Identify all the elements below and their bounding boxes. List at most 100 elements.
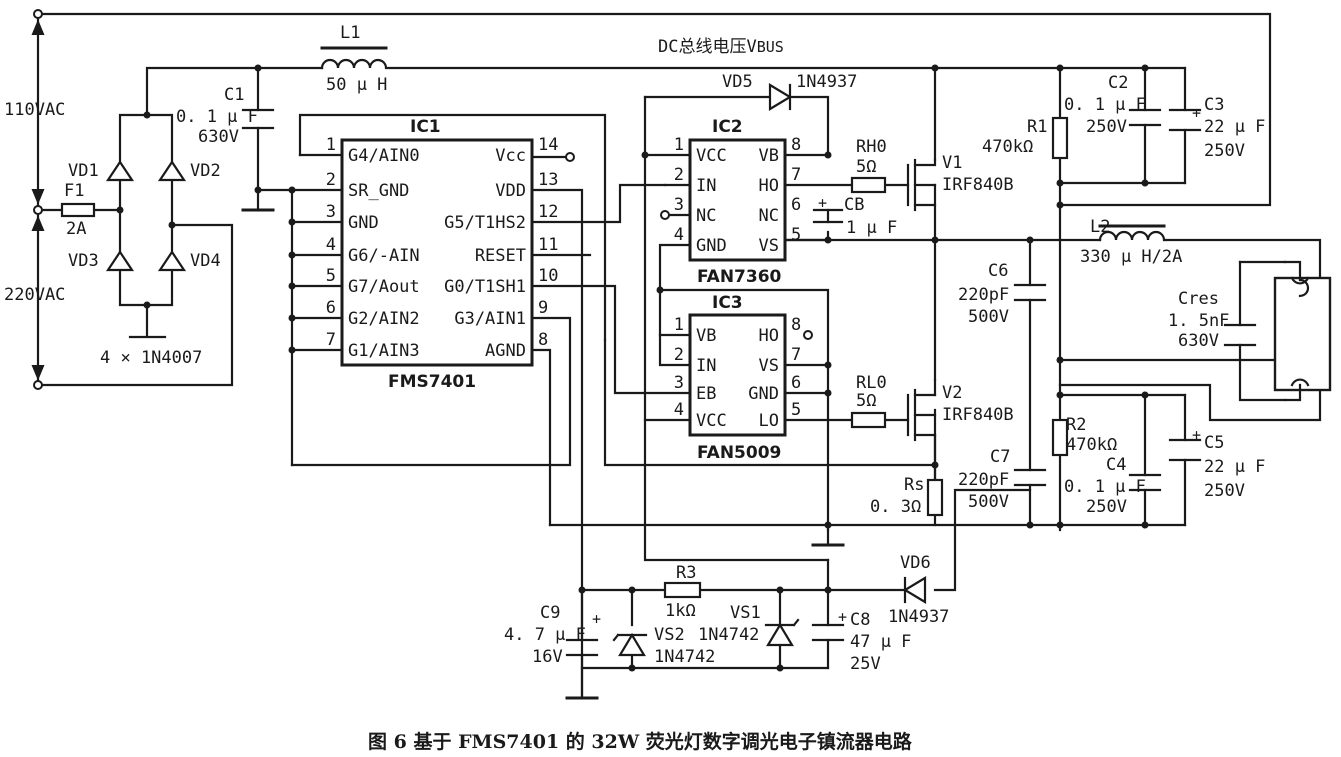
- ic3-pin-num: 4: [674, 400, 684, 420]
- ic1-pin-num: 14: [538, 135, 558, 155]
- r2-ref: R2: [1066, 415, 1086, 435]
- ic2-pin-num: 8: [791, 135, 801, 155]
- ic1-pin-num: 7: [326, 330, 336, 350]
- c2-value2: 250V: [1086, 117, 1127, 137]
- ic2-pin-num: 4: [674, 225, 684, 245]
- ic1-pin-num: 6: [326, 298, 336, 318]
- ic1-pin-label: AGND: [485, 341, 526, 361]
- capacitor-cres: [1223, 323, 1257, 347]
- ic1-right-pins: 14Vcc13VDD12G5/T1HS211RESET10G0/T1SH19G3…: [444, 135, 558, 361]
- c8-ref: C8: [850, 610, 870, 630]
- c1-ref: C1: [224, 85, 244, 105]
- cres-value1: 1. 5nF: [1168, 311, 1229, 331]
- ic2-pin-num: 2: [674, 165, 684, 185]
- c2-value1: 0. 1 μ F: [1064, 95, 1146, 115]
- c9-ref: C9: [540, 603, 560, 623]
- vs1-ref: VS1: [730, 603, 761, 623]
- polarity-marks: + + + + +: [592, 104, 1201, 628]
- ic2-pin-label: NC: [696, 206, 716, 226]
- ic2-pin-label: NC: [759, 206, 779, 226]
- zener-vs2: [612, 632, 648, 657]
- junction-dots: [116, 64, 1149, 672]
- ic1-pin-label: G4/AIN0: [348, 146, 420, 166]
- ic1-pin-label: RESET: [475, 246, 526, 266]
- vd6-value: 1N4937: [888, 607, 949, 627]
- ic2-pin-label: VCC: [696, 146, 727, 166]
- ic2-name: FAN7360: [697, 267, 782, 287]
- bridge-vd1: VD1: [68, 161, 99, 181]
- svg-text:+: +: [838, 608, 847, 626]
- ic3-pin-num: 6: [791, 373, 801, 393]
- capacitor-c8-c9: [565, 623, 845, 657]
- c2-ref: C2: [1108, 73, 1128, 93]
- ic1-pin-label: G1/AIN3: [348, 341, 420, 361]
- ic3-pin-label: IN: [696, 356, 716, 376]
- ic1-pin-label: Vcc: [495, 146, 526, 166]
- ic1-pin-label: G7/Aout: [348, 277, 420, 297]
- resistor-r3: [663, 581, 702, 599]
- svg-text:+: +: [1192, 426, 1201, 444]
- cres-value2: 630V: [1178, 331, 1219, 351]
- bridge-vd4: VD4: [190, 251, 221, 271]
- ic3-pin-label: VS: [759, 356, 779, 376]
- v1-ref: V1: [942, 153, 962, 173]
- c9-value1: 4. 7 μ F: [504, 625, 586, 645]
- ic1-pin-num: 4: [326, 235, 336, 255]
- ic2-pin-label: VB: [759, 146, 779, 166]
- ic3-pin-num: 8: [791, 315, 801, 335]
- v2-value: IRF840B: [942, 405, 1014, 425]
- bridge-diodes: [105, 160, 187, 339]
- c1-value1: 0. 1 μ F: [176, 107, 258, 127]
- ic3-box: [688, 313, 787, 437]
- cres-ref: Cres: [1178, 289, 1219, 309]
- ic3-pin-num: 3: [674, 373, 684, 393]
- inductor-l1: [320, 46, 388, 70]
- ic2-pin-label: GND: [696, 236, 727, 256]
- ic2-pin-label: HO: [759, 176, 779, 196]
- fuse-value: 2A: [66, 219, 86, 239]
- ic3-pin-num: 1: [674, 315, 684, 335]
- resistor-rs: [926, 478, 944, 517]
- ic3-pin-label: HO: [759, 326, 779, 346]
- ic2-pin-label: IN: [696, 176, 716, 196]
- ic1-pin-label: G6/-AIN: [348, 246, 420, 266]
- label-110vac: 110VAC: [4, 100, 65, 120]
- c8-value1: 47 μ F: [850, 632, 911, 652]
- c3-value2: 250V: [1204, 141, 1245, 161]
- ic2-ref: IC2: [712, 117, 743, 137]
- r1-value: 470kΩ: [982, 137, 1033, 157]
- capacitor-c1: [241, 108, 275, 212]
- ic2-pin-num: 1: [674, 135, 684, 155]
- l2-value: 330 μ H/2A: [1080, 247, 1182, 267]
- ic2-pin-num: 5: [791, 225, 801, 245]
- ic1-pin-label: GND: [348, 213, 379, 233]
- ic1-pin-label: G2/AIN2: [348, 309, 420, 329]
- rl0-ref: RL0: [856, 373, 887, 393]
- resistor-rl0: [850, 411, 887, 429]
- ic1-pin-num: 5: [326, 266, 336, 286]
- c1-value2: 630V: [198, 127, 239, 147]
- ic1-pin-num: 8: [538, 330, 548, 350]
- vd5-ref: VD5: [722, 72, 753, 92]
- ic1-name: FMS7401: [388, 372, 476, 392]
- svg-text:+: +: [818, 194, 827, 212]
- ic3-pin-label: VB: [696, 326, 716, 346]
- diode-vd5: [768, 83, 793, 111]
- ic3-pin-label: GND: [748, 384, 779, 404]
- mosfet-v2: [906, 378, 937, 482]
- ic2-pin-label: VS: [759, 236, 779, 256]
- ic3-name: FAN5009: [697, 443, 781, 463]
- c7-value1: 220pF: [958, 470, 1009, 490]
- ic3-pin-label: VCC: [696, 411, 727, 431]
- c8-value2: 25V: [850, 654, 881, 674]
- rs-value: 0. 3Ω: [870, 497, 921, 517]
- ic1-pin-label: VDD: [495, 181, 526, 201]
- open-terminals: [33, 9, 813, 390]
- cb-ref: CB: [844, 195, 864, 215]
- ic2-pin-num: 6: [791, 195, 801, 215]
- ic2-box: [688, 138, 787, 262]
- fluorescent-lamp: [1273, 260, 1332, 402]
- rh0-value: 5Ω: [856, 157, 876, 177]
